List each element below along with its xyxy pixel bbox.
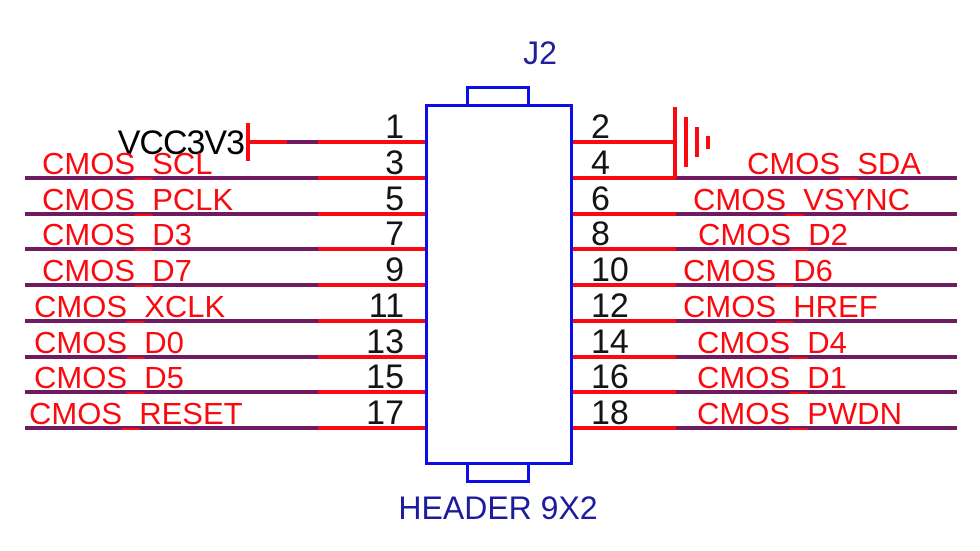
wire-left-red (318, 426, 425, 430)
wire-left-red (248, 140, 425, 144)
wire-left-purple (287, 140, 318, 144)
ground-icon (684, 117, 688, 167)
pin-number-right: 16 (591, 358, 629, 396)
power-port-bar-icon (246, 123, 250, 161)
wire-right-purple (676, 247, 957, 251)
wire-right-purple (676, 212, 957, 216)
pin-number-left: 17 (366, 394, 404, 432)
wire-left-purple (25, 426, 318, 430)
wire-left-red (318, 212, 425, 216)
wire-right-red (569, 247, 676, 251)
ground-icon (673, 107, 677, 178)
net-label-left: CMOS_D5 (34, 360, 184, 395)
net-label-right: CMOS_D6 (683, 253, 833, 288)
net-label-left: CMOS_XCLK (34, 289, 226, 324)
net-label-left: CMOS_D7 (42, 253, 192, 288)
pin-number-left: 5 (385, 180, 404, 218)
wire-left-purple (25, 283, 318, 287)
pin-number-left: 9 (385, 251, 404, 289)
pin-number-left: 13 (366, 323, 404, 361)
net-label-right: CMOS_D4 (697, 325, 847, 360)
pin-number-right: 4 (591, 144, 610, 182)
net-label-left: CMOS_D0 (34, 325, 184, 360)
wire-left-purple (25, 176, 318, 180)
wire-right-red (569, 283, 676, 287)
pin-number-right: 12 (591, 287, 629, 325)
pin-number-right: 2 (591, 108, 610, 146)
wire-right-red (569, 140, 675, 144)
connector-designator: J2 (523, 35, 557, 71)
wire-right-red (569, 212, 676, 216)
wire-right-purple (676, 176, 957, 180)
wire-right-red (569, 176, 676, 180)
net-label-right: CMOS_PWDN (697, 396, 902, 431)
wire-left-red (318, 247, 425, 251)
wire-left-red (318, 390, 425, 394)
net-label-right: CMOS_HREF (683, 289, 878, 324)
net-label-left: CMOS_RESET (29, 396, 243, 431)
wire-right-red (569, 426, 676, 430)
wire-left-red (318, 319, 425, 323)
pin-number-right: 6 (591, 180, 610, 218)
wire-right-purple (676, 390, 957, 394)
wire-right-purple (676, 355, 957, 359)
wire-right-purple (676, 426, 957, 430)
wire-right-purple (676, 319, 957, 323)
pin-number-left: 1 (385, 108, 404, 146)
pin-number-right: 18 (591, 394, 629, 432)
ground-icon (706, 136, 710, 149)
wire-right-purple (676, 283, 957, 287)
wire-left-purple (25, 355, 318, 359)
wire-left-purple (25, 390, 318, 394)
connector-body (425, 104, 573, 465)
connector-tab-bottom (466, 462, 530, 483)
wire-right-red (569, 319, 676, 323)
pin-number-left: 11 (368, 287, 404, 325)
pin-number-right: 8 (591, 215, 610, 253)
wire-left-red (318, 176, 425, 180)
ground-icon (695, 127, 699, 157)
wire-left-purple (25, 319, 318, 323)
connector-part-label: HEADER 9X2 (398, 490, 598, 526)
pin-number-left: 7 (385, 215, 404, 253)
wire-right-red (569, 355, 676, 359)
wire-left-red (318, 283, 425, 287)
pin-number-right: 14 (591, 323, 629, 361)
net-label-right: CMOS_VSYNC (693, 182, 911, 217)
wire-left-red (318, 355, 425, 359)
wire-right-red (569, 390, 676, 394)
pin-number-left: 15 (366, 358, 404, 396)
power-net-label: VCC3V3 (117, 124, 245, 162)
net-label-right: CMOS_SDA (747, 146, 921, 181)
wire-left-purple (25, 212, 318, 216)
pin-number-right: 10 (591, 251, 629, 289)
net-label-left: CMOS_D3 (42, 217, 192, 252)
net-label-left: CMOS_SCL (42, 146, 213, 181)
net-label-right: CMOS_D1 (697, 360, 847, 395)
pin-number-left: 3 (385, 144, 404, 182)
net-label-left: CMOS_PCLK (42, 182, 234, 217)
net-label-right: CMOS_D2 (698, 217, 848, 252)
wire-left-purple (25, 247, 318, 251)
